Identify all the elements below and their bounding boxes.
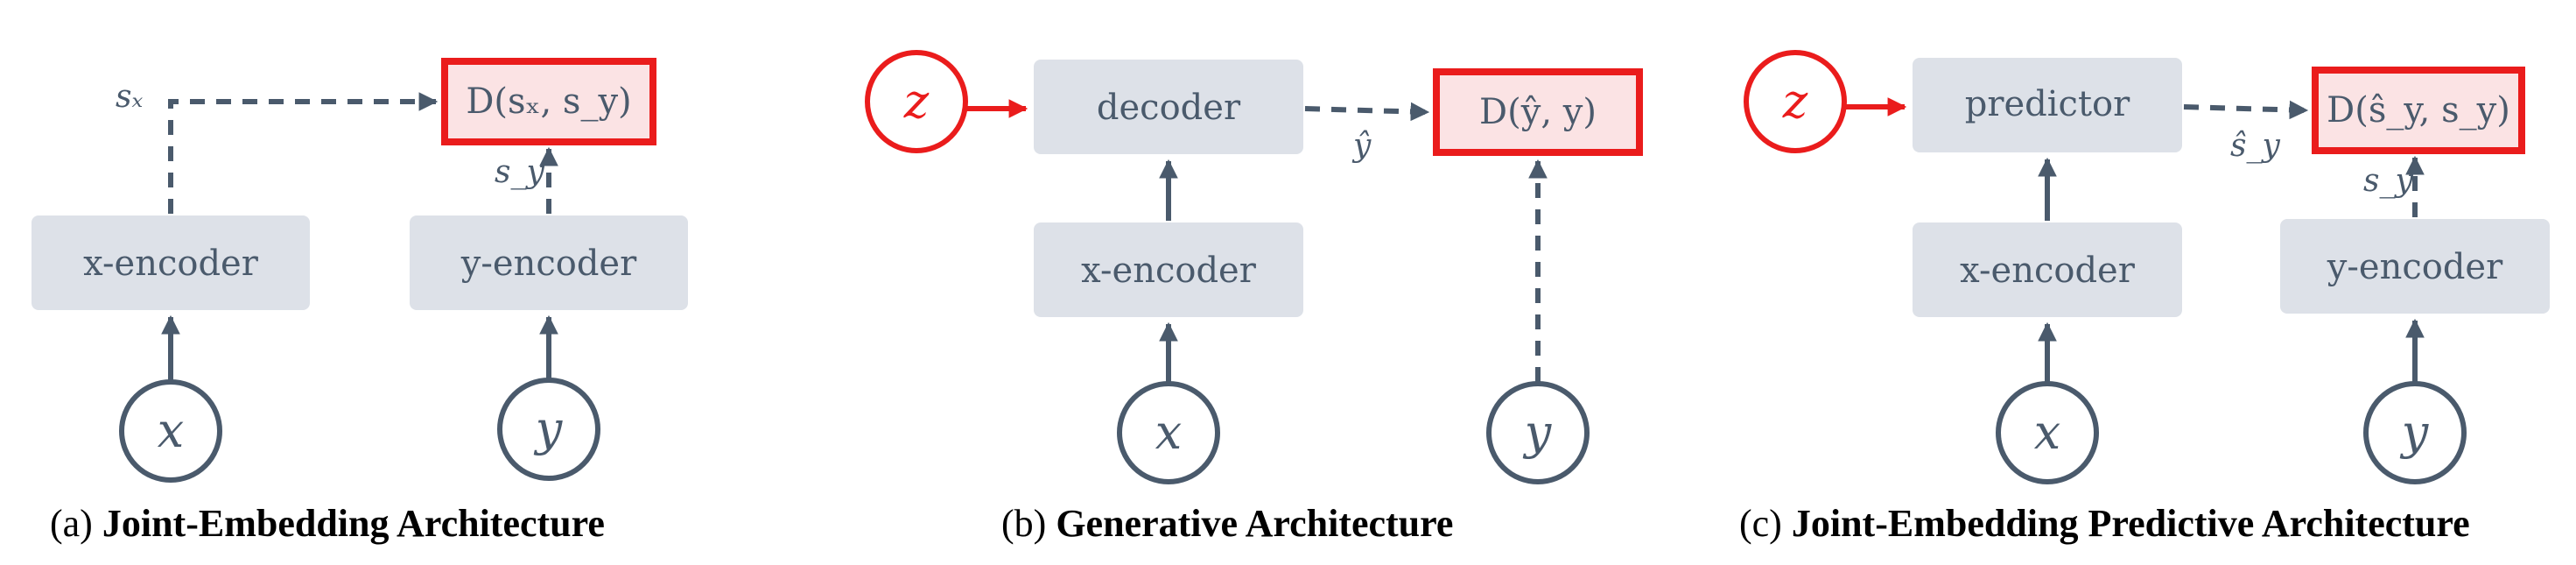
x-encoder-box-b xyxy=(1034,222,1303,317)
caption-title-a: Joint-Embedding Architecture xyxy=(102,502,605,545)
y-var-c: y xyxy=(2400,405,2430,460)
caption-b: (b) Generative Architecture xyxy=(1001,502,1453,545)
edge-sx-to-distance-a xyxy=(168,92,439,214)
x-var-c: x xyxy=(2034,405,2060,460)
z-node-c xyxy=(1744,50,1847,153)
x-encoder-label-b: x-encoder xyxy=(1081,251,1257,291)
panel-joint-embedding-predictive: z predictor x-encoder y-encoder D(ŝ_y, s… xyxy=(1739,50,2550,545)
predictor-label-c: predictor xyxy=(1965,84,2130,124)
z-var-b: z xyxy=(903,74,930,129)
x-encoder-label-c: x-encoder xyxy=(1960,251,2136,291)
y-input-node-b xyxy=(1486,381,1590,484)
distance-box-a xyxy=(441,58,656,145)
z-node-b xyxy=(865,50,968,153)
distance-box-c xyxy=(2312,67,2525,154)
panel-joint-embedding: x-encoder y-encoder D(sₓ, s_y) x y sₓ s_… xyxy=(32,58,688,545)
edge-syhat-to-distance-c xyxy=(2183,100,2309,120)
y-var-a: y xyxy=(534,401,564,456)
edge-yhat-to-distance-b xyxy=(1304,102,1430,122)
syhat-label-c: ŝ_y xyxy=(2230,128,2280,164)
sy-label-a: s_y xyxy=(495,154,544,190)
sy-label-c: s_y xyxy=(2363,163,2413,199)
decoder-label-b: decoder xyxy=(1097,88,1241,128)
x-encoder-label-a: x-encoder xyxy=(83,244,259,284)
y-encoder-box-a xyxy=(410,215,688,310)
distance-label-a: D(sₓ, s_y) xyxy=(466,81,631,122)
predictor-box-c xyxy=(1913,58,2182,152)
caption-a: (a) Joint-Embedding Architecture xyxy=(50,502,605,545)
distance-label-c: D(ŝ_y, s_y) xyxy=(2327,90,2510,131)
distance-label-b: D(ŷ, y) xyxy=(1479,92,1597,132)
x-var-b: x xyxy=(1155,405,1182,460)
x-var-a: x xyxy=(158,403,184,458)
y-encoder-label-a: y-encoder xyxy=(460,244,637,284)
z-var-c: z xyxy=(1782,74,1808,129)
x-encoder-box-a xyxy=(32,215,310,310)
decoder-box-b xyxy=(1034,60,1303,154)
panel-generative: z decoder x-encoder D(ŷ, y) x y ŷ (b) Ge… xyxy=(865,50,1643,545)
caption-prefix-b: (b) xyxy=(1001,502,1046,545)
x-encoder-box-c xyxy=(1913,222,2182,317)
caption-title-c: Joint-Embedding Predictive Architecture xyxy=(1792,502,2470,545)
caption-prefix-c: (c) xyxy=(1739,502,1782,545)
yhat-label-b: ŷ xyxy=(1351,128,1372,164)
y-var-b: y xyxy=(1523,405,1553,460)
y-encoder-box-c xyxy=(2280,219,2550,314)
distance-box-b xyxy=(1433,68,1643,156)
caption-title-b: Generative Architecture xyxy=(1056,502,1453,545)
caption-prefix-a: (a) xyxy=(50,502,93,545)
y-encoder-label-c: y-encoder xyxy=(2327,247,2503,287)
sx-label-a: sₓ xyxy=(116,79,143,115)
caption-c: (c) Joint-Embedding Predictive Architect… xyxy=(1739,502,2470,545)
